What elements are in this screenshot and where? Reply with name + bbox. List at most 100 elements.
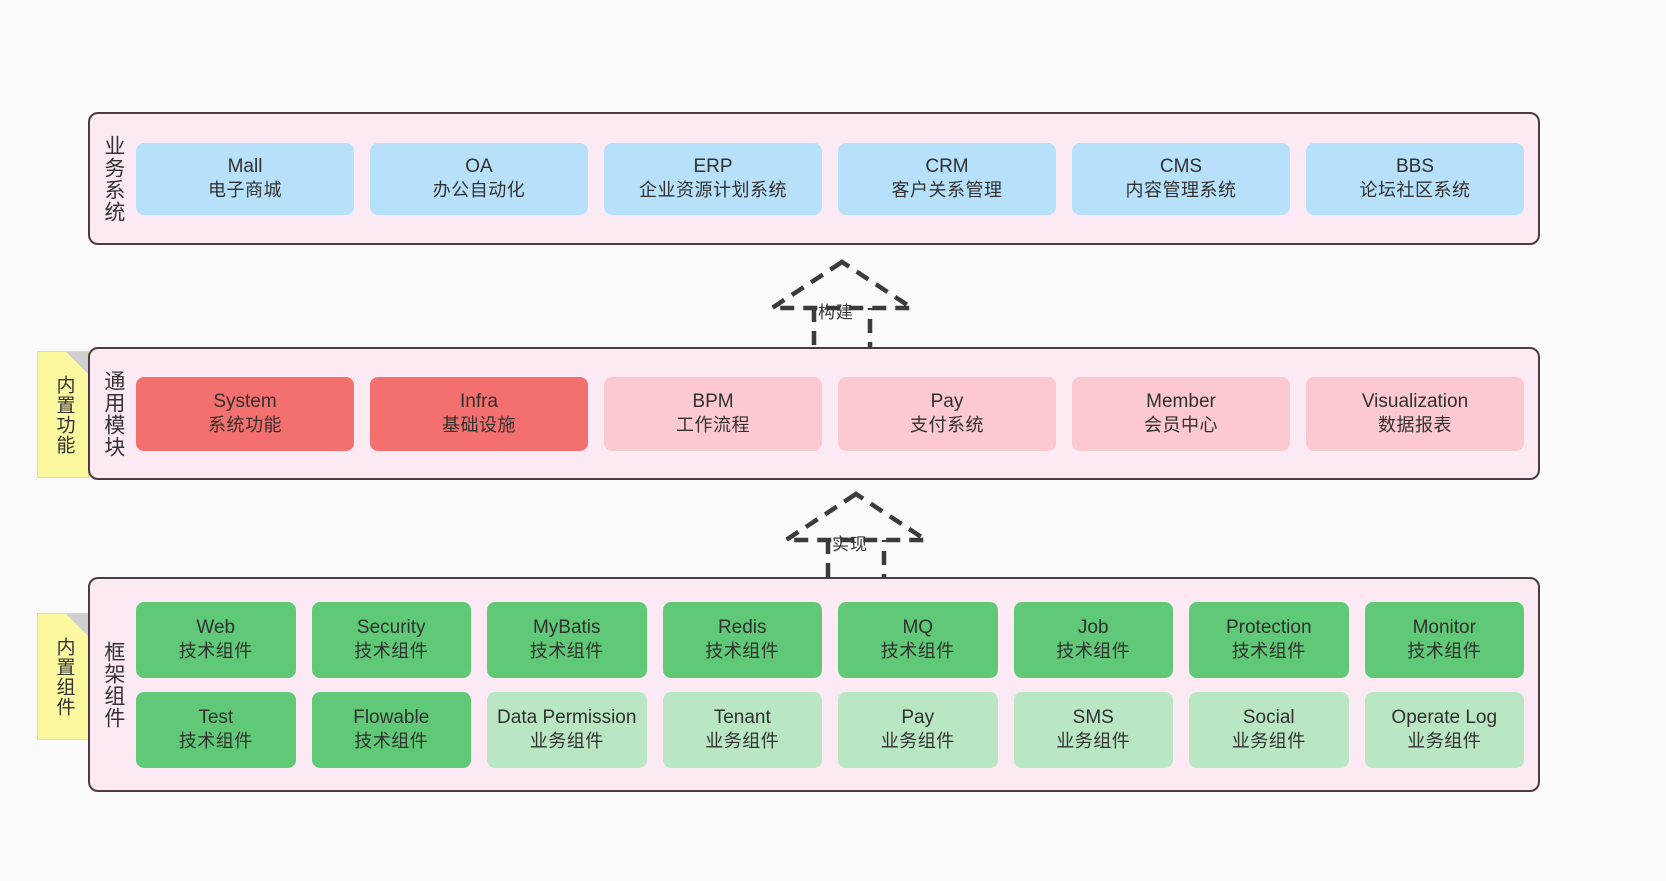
node-social[interactable]: Social 业务组件 xyxy=(1189,691,1349,768)
node-title: Monitor xyxy=(1412,616,1476,638)
node-subtitle: 系统功能 xyxy=(208,414,282,435)
node-subtitle: 业务组件 xyxy=(1231,730,1306,751)
layer-framework-component: 框架组件 Web 技术组件 Security 技术组件 MyBatis 技术组件… xyxy=(88,577,1540,792)
layer-body-common-module: System 系统功能 Infra 基础设施 BPM 工作流程 Pay 支付系统… xyxy=(136,349,1538,478)
node-system[interactable]: System 系统功能 xyxy=(136,376,354,451)
node-subtitle: 办公自动化 xyxy=(432,179,526,200)
node-title: Operate Log xyxy=(1391,706,1498,728)
node-subtitle: 技术组件 xyxy=(178,730,253,751)
node-subtitle: 技术组件 xyxy=(1407,640,1482,661)
node-subtitle: 技术组件 xyxy=(529,640,604,661)
node-subtitle: 技术组件 xyxy=(354,730,429,751)
node-title: System xyxy=(213,390,277,412)
connector-label-implement: 实现 xyxy=(832,535,868,554)
node-tenant[interactable]: Tenant 业务组件 xyxy=(662,691,822,768)
node-title: BPM xyxy=(692,390,734,412)
node-subtitle: 数据报表 xyxy=(1378,414,1452,435)
node-subtitle: 电子商城 xyxy=(208,179,282,200)
node-pay-component[interactable]: Pay 业务组件 xyxy=(838,691,998,768)
node-title: CRM xyxy=(925,155,969,177)
node-subtitle: 技术组件 xyxy=(354,640,429,661)
note-builtin-component: 内置组件 xyxy=(37,613,89,740)
node-title: Member xyxy=(1146,390,1216,412)
node-title: Pay xyxy=(901,706,935,728)
node-job[interactable]: Job 技术组件 xyxy=(1013,601,1173,678)
node-title: Tenant xyxy=(713,706,771,728)
layer-business-system: 业务系统 Mall 电子商城 OA 办公自动化 ERP 企业资源计划系统 CRM… xyxy=(88,112,1540,245)
node-protection[interactable]: Protection 技术组件 xyxy=(1189,601,1349,678)
node-subtitle: 业务组件 xyxy=(705,730,780,751)
note-label: 内置功能 xyxy=(53,374,75,455)
node-redis[interactable]: Redis 技术组件 xyxy=(662,601,822,678)
node-sms[interactable]: SMS 业务组件 xyxy=(1013,691,1173,768)
node-title: BBS xyxy=(1395,155,1435,177)
node-title: Test xyxy=(198,706,234,728)
node-oa[interactable]: OA 办公自动化 xyxy=(370,142,588,215)
node-mq[interactable]: MQ 技术组件 xyxy=(838,601,998,678)
node-title: Redis xyxy=(717,616,767,638)
arrowhead-hollow-triangle xyxy=(764,259,920,311)
connector-label-build: 构建 xyxy=(818,303,854,322)
node-security[interactable]: Security 技术组件 xyxy=(311,601,471,678)
node-subtitle: 业务组件 xyxy=(880,730,955,751)
node-row: Web 技术组件 Security 技术组件 MyBatis 技术组件 Redi… xyxy=(136,601,1524,678)
node-row: System 系统功能 Infra 基础设施 BPM 工作流程 Pay 支付系统… xyxy=(136,376,1524,451)
node-crm[interactable]: CRM 客户关系管理 xyxy=(838,142,1056,215)
node-title: OA xyxy=(465,155,493,177)
node-title: Web xyxy=(196,616,236,638)
node-title: ERP xyxy=(693,155,733,177)
node-bbs[interactable]: BBS 论坛社区系统 xyxy=(1306,142,1524,215)
node-visualization[interactable]: Visualization 数据报表 xyxy=(1306,376,1524,451)
node-cms[interactable]: CMS 内容管理系统 xyxy=(1072,142,1290,215)
node-mybatis[interactable]: MyBatis 技术组件 xyxy=(487,601,647,678)
node-subtitle: 工作流程 xyxy=(676,414,750,435)
node-title: Visualization xyxy=(1361,390,1469,412)
node-title: MyBatis xyxy=(532,616,601,638)
node-title: Data Permission xyxy=(497,706,637,728)
node-title: CMS xyxy=(1159,155,1203,177)
note-label: 内置组件 xyxy=(53,636,75,717)
node-subtitle: 客户关系管理 xyxy=(891,179,1003,200)
note-fold-corner-icon xyxy=(66,352,88,374)
node-mall[interactable]: Mall 电子商城 xyxy=(136,142,354,215)
node-title: MQ xyxy=(902,616,934,638)
node-infra[interactable]: Infra 基础设施 xyxy=(370,376,588,451)
node-row: Mall 电子商城 OA 办公自动化 ERP 企业资源计划系统 CRM 客户关系… xyxy=(136,142,1524,215)
node-title: Protection xyxy=(1225,616,1312,638)
node-title: Pay xyxy=(930,390,964,412)
node-web[interactable]: Web 技术组件 xyxy=(136,601,296,678)
node-row: Test 技术组件 Flowable 技术组件 Data Permission … xyxy=(136,691,1524,768)
layer-common-module: 通用模块 System 系统功能 Infra 基础设施 BPM 工作流程 Pay… xyxy=(88,347,1540,480)
node-monitor[interactable]: Monitor 技术组件 xyxy=(1364,601,1524,678)
node-title: Infra xyxy=(459,390,499,412)
node-title: Flowable xyxy=(353,706,430,728)
node-erp[interactable]: ERP 企业资源计划系统 xyxy=(604,142,822,215)
layer-title-framework-component: 框架组件 xyxy=(101,640,125,729)
node-pay-module[interactable]: Pay 支付系统 xyxy=(838,376,1056,451)
node-subtitle: 技术组件 xyxy=(1056,640,1131,661)
node-subtitle: 技术组件 xyxy=(1231,640,1306,661)
node-subtitle: 技术组件 xyxy=(705,640,780,661)
node-test[interactable]: Test 技术组件 xyxy=(136,691,296,768)
node-title: Social xyxy=(1242,706,1295,728)
arrowhead-hollow-triangle xyxy=(778,491,934,543)
note-builtin-function: 内置功能 xyxy=(37,351,89,478)
node-subtitle: 技术组件 xyxy=(880,640,955,661)
note-fold-corner-icon xyxy=(66,614,88,636)
node-flowable[interactable]: Flowable 技术组件 xyxy=(311,691,471,768)
connector-build: 构建 xyxy=(762,258,922,354)
node-member[interactable]: Member 会员中心 xyxy=(1072,376,1290,451)
connector-implement: 实现 xyxy=(776,490,936,586)
node-subtitle: 基础设施 xyxy=(442,414,516,435)
node-operate-log[interactable]: Operate Log 业务组件 xyxy=(1364,691,1524,768)
node-subtitle: 业务组件 xyxy=(529,730,604,751)
node-subtitle: 论坛社区系统 xyxy=(1359,179,1471,200)
node-bpm[interactable]: BPM 工作流程 xyxy=(604,376,822,451)
node-subtitle: 技术组件 xyxy=(178,640,253,661)
node-title: SMS xyxy=(1072,706,1114,728)
layer-body-business-system: Mall 电子商城 OA 办公自动化 ERP 企业资源计划系统 CRM 客户关系… xyxy=(136,114,1538,243)
node-data-permission[interactable]: Data Permission 业务组件 xyxy=(487,691,647,768)
node-subtitle: 企业资源计划系统 xyxy=(639,179,787,200)
node-subtitle: 会员中心 xyxy=(1144,414,1218,435)
